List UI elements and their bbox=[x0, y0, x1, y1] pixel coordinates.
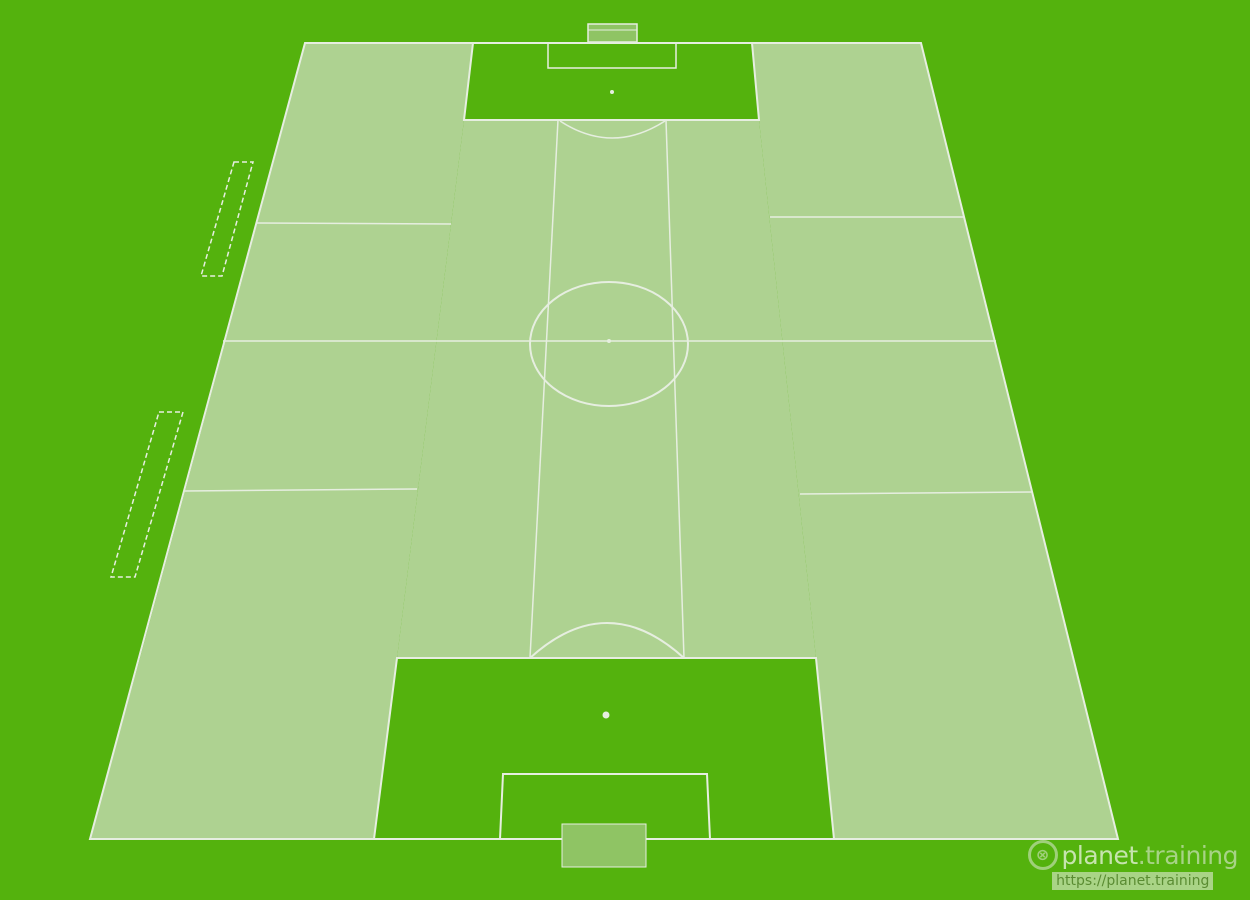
planet-logo-icon: ⊗ bbox=[1027, 840, 1058, 870]
pitch-zones bbox=[90, 43, 1118, 839]
zone-right-wing bbox=[759, 120, 1074, 658]
top-goal bbox=[587, 23, 638, 43]
zone-left-top bbox=[285, 43, 473, 120]
brand-main: planet bbox=[1061, 840, 1139, 870]
benches bbox=[110, 161, 254, 578]
bench-upper bbox=[200, 161, 254, 277]
center-circle bbox=[529, 281, 689, 407]
corridor-left-line bbox=[529, 119, 559, 659]
bottom-goal-area bbox=[499, 773, 711, 840]
zone-left-wing bbox=[140, 120, 464, 658]
top-goal-area bbox=[547, 43, 677, 69]
top-penalty-area bbox=[462, 42, 761, 121]
bottom-penalty-spot bbox=[602, 711, 610, 719]
bottom-penalty-arc bbox=[529, 622, 685, 659]
left-divider-2 bbox=[183, 488, 418, 492]
bottom-goal bbox=[561, 823, 647, 868]
bench-lower bbox=[110, 411, 184, 578]
center-spot bbox=[607, 339, 611, 343]
bottom-penalty-area bbox=[373, 657, 835, 840]
zone-left-bottom bbox=[90, 658, 397, 839]
pitch-lines bbox=[88, 42, 1120, 840]
corridor-right-line bbox=[665, 119, 685, 659]
zone-right-top bbox=[752, 43, 940, 120]
watermark-brand: ⊗ planet.training bbox=[1027, 840, 1239, 870]
zone-center bbox=[397, 120, 816, 658]
top-penalty-arc bbox=[559, 120, 666, 139]
zone-right-bottom bbox=[816, 658, 1118, 839]
brand-suffix: .training bbox=[1137, 840, 1239, 870]
watermark-url: https://planet.training bbox=[1052, 872, 1214, 890]
right-divider-2 bbox=[799, 491, 1033, 495]
pitch-boundary bbox=[88, 42, 1120, 840]
top-penalty-spot bbox=[610, 90, 614, 94]
goals bbox=[561, 23, 647, 868]
left-divider-1 bbox=[256, 222, 452, 225]
watermark: ⊗ planet.training https://planet.trainin… bbox=[1027, 840, 1239, 890]
